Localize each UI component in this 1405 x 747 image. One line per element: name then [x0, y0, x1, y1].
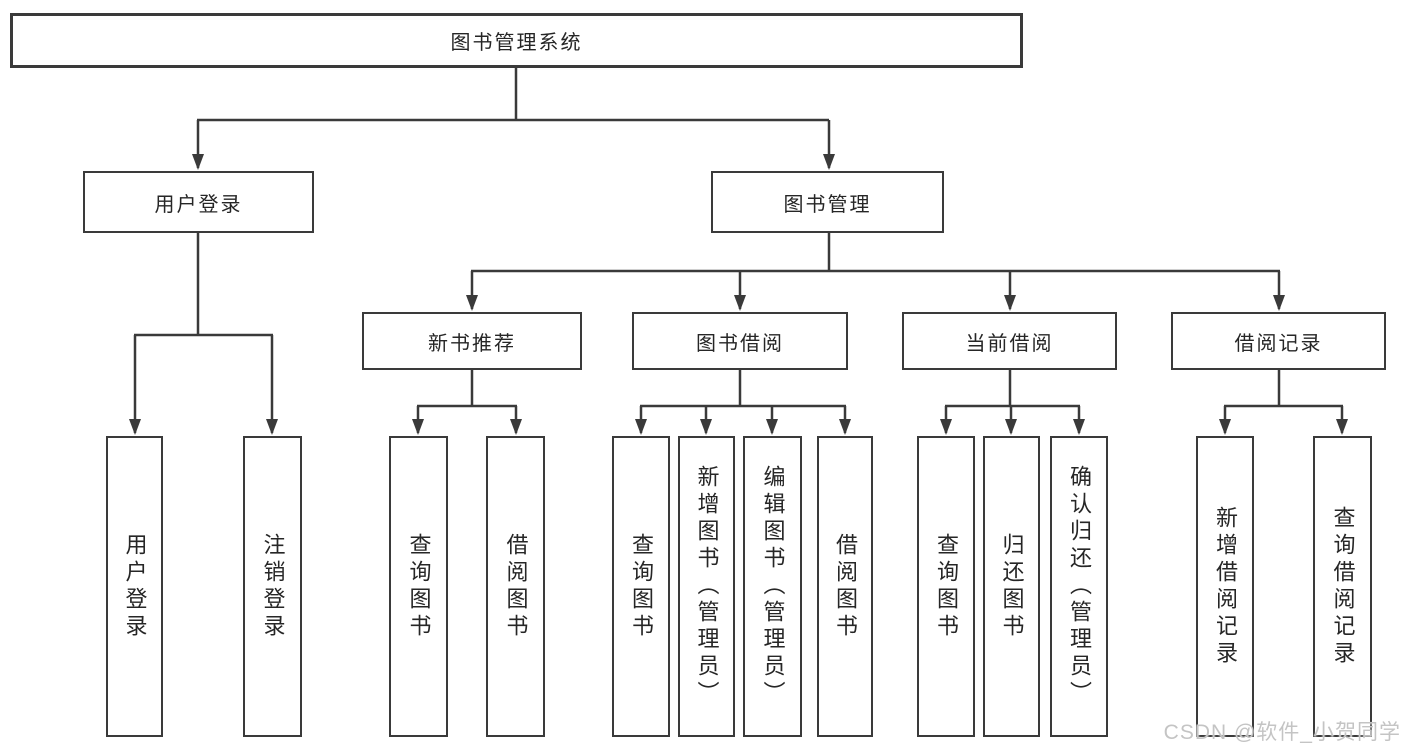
node-user-login: 用户登录 — [83, 171, 314, 233]
node-edit-books-admin: 编辑图书（管理员） — [743, 436, 802, 737]
node-query-borrow-record: 查询借阅记录 — [1313, 436, 1372, 737]
node-borrow-books-recommend: 借阅图书 — [486, 436, 545, 737]
node-query-books-recommend: 查询图书 — [389, 436, 448, 737]
node-confirm-return-admin: 确认归还（管理员） — [1050, 436, 1108, 737]
node-book-management: 图书管理 — [711, 171, 944, 233]
node-borrowing-records: 借阅记录 — [1171, 312, 1386, 370]
node-add-books-admin: 新增图书（管理员） — [678, 436, 735, 737]
csdn-watermark: CSDN @软件_小贺同学 — [1163, 721, 1401, 744]
node-logout: 注销登录 — [243, 436, 302, 737]
node-book-borrowing: 图书借阅 — [632, 312, 848, 370]
node-library-system: 图书管理系统 — [10, 13, 1023, 68]
node-query-books-current: 查询图书 — [917, 436, 975, 737]
node-query-books-borrowing: 查询图书 — [612, 436, 670, 737]
node-new-book-recommendation: 新书推荐 — [362, 312, 582, 370]
node-add-borrow-record: 新增借阅记录 — [1196, 436, 1254, 737]
node-current-borrowing: 当前借阅 — [902, 312, 1117, 370]
node-borrow-books-borrowing: 借阅图书 — [817, 436, 873, 737]
node-user-login-leaf: 用户登录 — [106, 436, 163, 737]
node-return-books: 归还图书 — [983, 436, 1040, 737]
